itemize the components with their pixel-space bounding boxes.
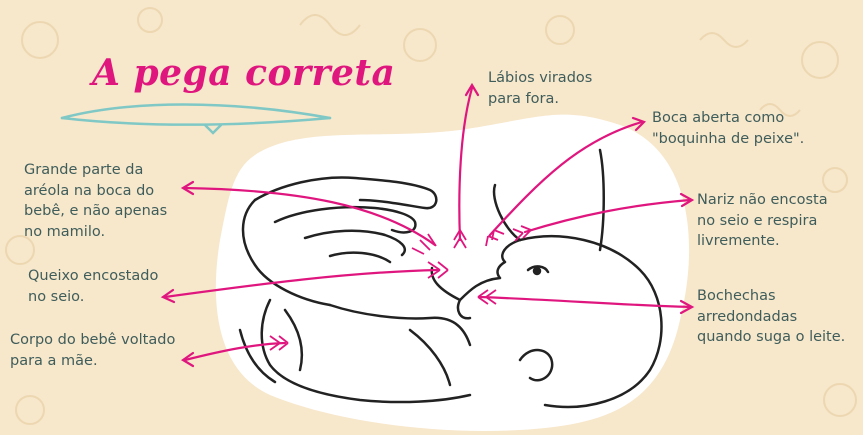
- white-background-shape: [215, 114, 690, 431]
- annotation-arrows: [160, 82, 695, 368]
- label-nariz: Nariz não encosta no seio e respira livr…: [697, 192, 828, 249]
- arrow-bochechas: [478, 295, 695, 315]
- page-title: A pega correta: [92, 52, 396, 94]
- label-bochechas: Bochechas arredondadas quando suga o lei…: [697, 288, 846, 345]
- label-boca: Boca aberta como "boquinha de peixe".: [652, 110, 805, 147]
- illustration-lineart: [238, 148, 663, 409]
- arrow-nariz: [523, 192, 695, 234]
- title-underline: [60, 103, 332, 135]
- arrow-boca: [488, 116, 646, 237]
- arrow-labios: [458, 82, 480, 242]
- label-labios: Lábios virados para fora.: [488, 70, 593, 107]
- arrow-feathers: [269, 225, 532, 351]
- label-corpo: Corpo do bebê voltado para a mãe.: [10, 332, 176, 369]
- background-doodles: [5, 7, 857, 425]
- arrow-corpo: [180, 341, 287, 368]
- label-areola: Grande parte da aréola na boca do bebê, …: [24, 162, 168, 240]
- arrow-areola: [180, 180, 437, 247]
- label-queixo: Queixo encostado no seio.: [28, 268, 159, 305]
- arrow-queixo: [160, 268, 440, 304]
